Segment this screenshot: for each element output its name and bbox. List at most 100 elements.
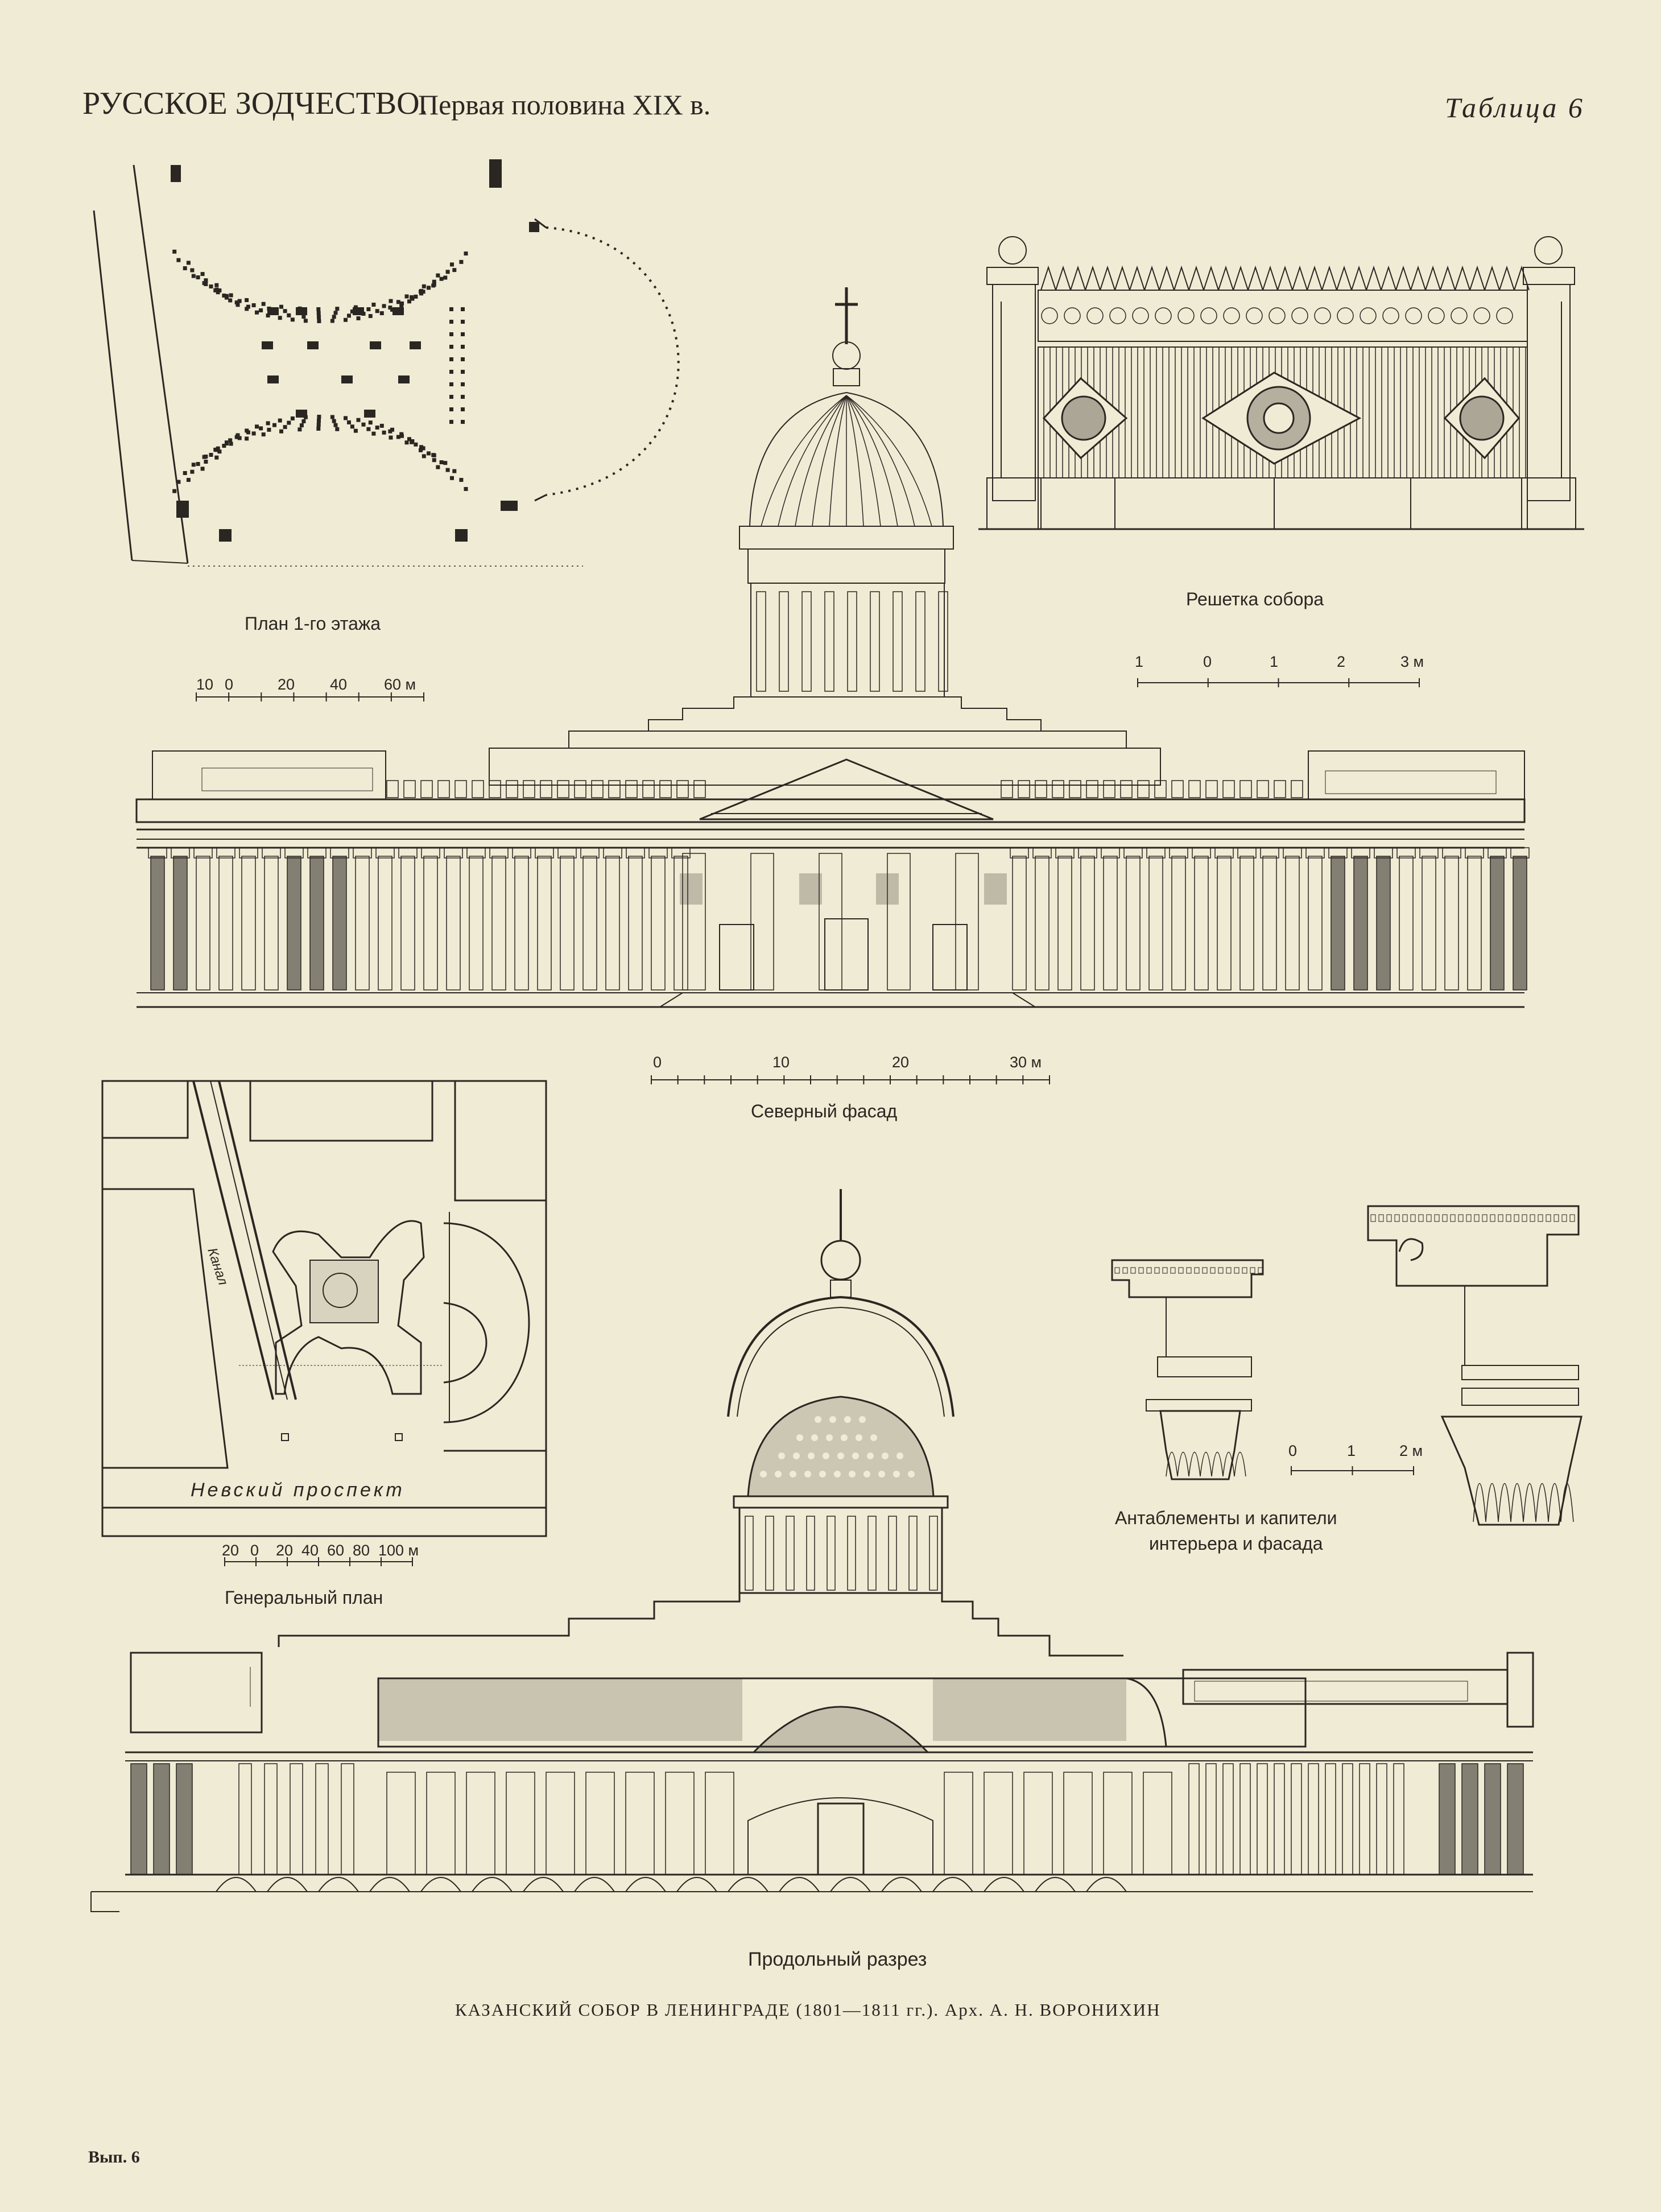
colonnade-pier	[259, 308, 263, 312]
colonnade-pier	[317, 315, 321, 319]
colonnade-pier	[390, 427, 394, 432]
pier-block	[341, 375, 353, 383]
column-capital	[1056, 848, 1074, 858]
colonnade-pier	[224, 295, 229, 300]
entablature-scale-bar	[1291, 1466, 1414, 1475]
colonnade-pier	[245, 428, 249, 433]
colonnade-pier	[382, 304, 386, 308]
pier-block	[364, 410, 375, 418]
fence-spike	[1396, 267, 1411, 290]
colonnade-pier	[335, 427, 340, 431]
colonnade-pier	[396, 435, 400, 439]
colonnade-pier	[332, 315, 336, 319]
colonnade-pier	[299, 423, 304, 428]
crypt-arch	[267, 1877, 307, 1892]
scale-tick: 20	[222, 1542, 239, 1559]
drum-column	[766, 1516, 774, 1590]
colonnade-pier	[235, 433, 240, 438]
colonnade-pier	[229, 441, 233, 446]
colonnade-pier	[245, 307, 249, 311]
coffer	[841, 1434, 848, 1441]
frieze-ornament	[1292, 308, 1308, 324]
colonnade-pier	[228, 438, 233, 443]
dentil	[1395, 1215, 1399, 1221]
scale-tick: 80	[353, 1542, 370, 1559]
colonnade-pier	[186, 261, 191, 265]
column-capital	[1374, 848, 1393, 858]
dentil	[1147, 1268, 1151, 1273]
pier-block	[296, 307, 307, 315]
colonnade-pier	[449, 382, 453, 386]
interior-bay	[1143, 1772, 1172, 1875]
colonnade-pier	[255, 424, 259, 429]
colonnade-pier	[379, 311, 384, 315]
colonnade-pier	[217, 288, 222, 292]
acanthus-leaf	[1473, 1484, 1486, 1522]
interior-bay	[626, 1772, 654, 1875]
acanthus-leaf	[1223, 1452, 1234, 1477]
dentil	[1131, 1268, 1135, 1273]
column-capital	[194, 848, 212, 858]
colonnade-pier	[317, 319, 321, 323]
scale-tick: 0	[225, 676, 234, 693]
acanthus-leaf	[1561, 1484, 1573, 1522]
baluster-panel	[1018, 781, 1030, 798]
colonnade-pier	[382, 430, 386, 435]
colonnade-pier	[213, 447, 218, 452]
scale-tick: 20	[276, 1542, 294, 1559]
dome-rib	[846, 395, 898, 526]
colonnade-pier	[316, 307, 321, 311]
colonnade-pier	[379, 423, 384, 428]
column-capital	[490, 848, 508, 858]
pier-block	[353, 307, 364, 315]
drum-column	[870, 592, 879, 691]
frieze-ornament	[1246, 308, 1262, 324]
frieze-ornament	[1133, 308, 1148, 324]
colonnade-pier	[461, 370, 465, 374]
pier-block	[267, 375, 279, 383]
dentil	[1482, 1215, 1487, 1221]
section-column	[1189, 1764, 1199, 1875]
colonnade-pier	[316, 423, 321, 427]
colonnade-pier	[371, 431, 376, 436]
baluster-panel	[1121, 781, 1132, 798]
colonnade-pier	[450, 262, 454, 267]
fence-spike	[1189, 267, 1204, 290]
fence-spike	[1352, 267, 1366, 290]
fence-spike	[1115, 267, 1130, 290]
facade-column	[1149, 856, 1163, 990]
scale-tick: 0	[1203, 653, 1212, 670]
crypt-arch	[1086, 1877, 1126, 1892]
column-capital	[399, 848, 417, 858]
colonnade-pier	[439, 276, 444, 281]
baluster-panel	[387, 781, 398, 798]
colonnade-pier	[449, 332, 453, 336]
colonnade-pier	[347, 313, 351, 318]
facade-column	[1490, 856, 1504, 990]
colonnade-pier	[399, 432, 404, 436]
colonnade-pier	[449, 345, 453, 349]
entablature-details	[1112, 1206, 1581, 1525]
drum-column	[745, 1516, 753, 1590]
coffer	[775, 1471, 782, 1478]
colonnade-pier	[176, 480, 181, 484]
fence-spike	[1322, 267, 1337, 290]
facade-column	[1172, 856, 1185, 990]
frieze-ornament	[1360, 308, 1376, 324]
crypt-arch	[728, 1877, 768, 1892]
colonnade-pier	[388, 306, 392, 310]
interior-bay	[506, 1772, 535, 1875]
colonnade-pier	[449, 395, 453, 399]
scale-tick: 60	[327, 1542, 345, 1559]
coffer	[793, 1452, 800, 1459]
baluster-panel	[1052, 781, 1064, 798]
frieze-ornament	[1155, 308, 1171, 324]
drum-column	[929, 1516, 937, 1590]
coffer	[778, 1452, 785, 1459]
acanthus-leaf	[1200, 1452, 1212, 1477]
dentil	[1210, 1268, 1215, 1273]
scale-tick: 0	[250, 1542, 259, 1559]
fence-spike	[1204, 267, 1218, 290]
facade-column	[1422, 856, 1436, 990]
frieze-ornament	[1087, 308, 1103, 324]
